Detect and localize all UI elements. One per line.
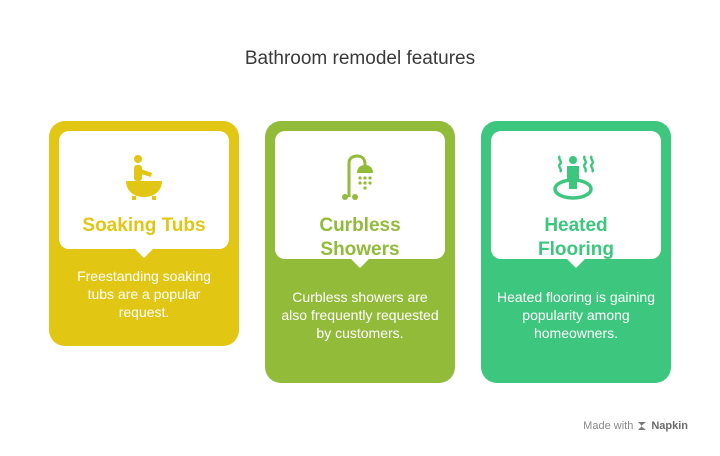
card-description: Heated flooring is gaining popularity am… (497, 289, 655, 341)
heated-floor-icon (553, 155, 595, 200)
page-title: Bathroom remodel features (244, 48, 476, 69)
card-description: Curbless showers are also frequently req… (281, 289, 439, 341)
card-heading: Soaking Tubs (82, 215, 206, 236)
card-heading: Curbless Showers (319, 215, 401, 260)
napkin-logo-icon (638, 422, 647, 430)
card-header: Soaking Tubs (59, 131, 229, 258)
card-header: Heated Flooring (491, 131, 661, 268)
card-soaking-tubs: Soaking Tubs Freestanding soaking tubs a… (49, 121, 239, 346)
made-with-badge[interactable]: Made with Napkin (583, 420, 688, 432)
shower-icon (342, 154, 373, 200)
napkin-brand: Napkin (651, 420, 688, 432)
card-curbless-showers: Curbless Showers Curbless showers are al… (265, 121, 455, 383)
card-description: Freestanding soaking tubs are a popular … (77, 268, 211, 320)
card-header: Curbless Showers (275, 131, 445, 268)
card-pointer (351, 259, 369, 268)
bathtub-icon (126, 155, 162, 200)
card-pointer (135, 249, 153, 258)
card-heated-flooring: Heated Flooring Heated flooring is gaini… (481, 121, 671, 383)
made-with-label: Made with (583, 420, 634, 432)
card-pointer (567, 259, 585, 268)
card-heading: Heated Flooring (538, 215, 614, 260)
